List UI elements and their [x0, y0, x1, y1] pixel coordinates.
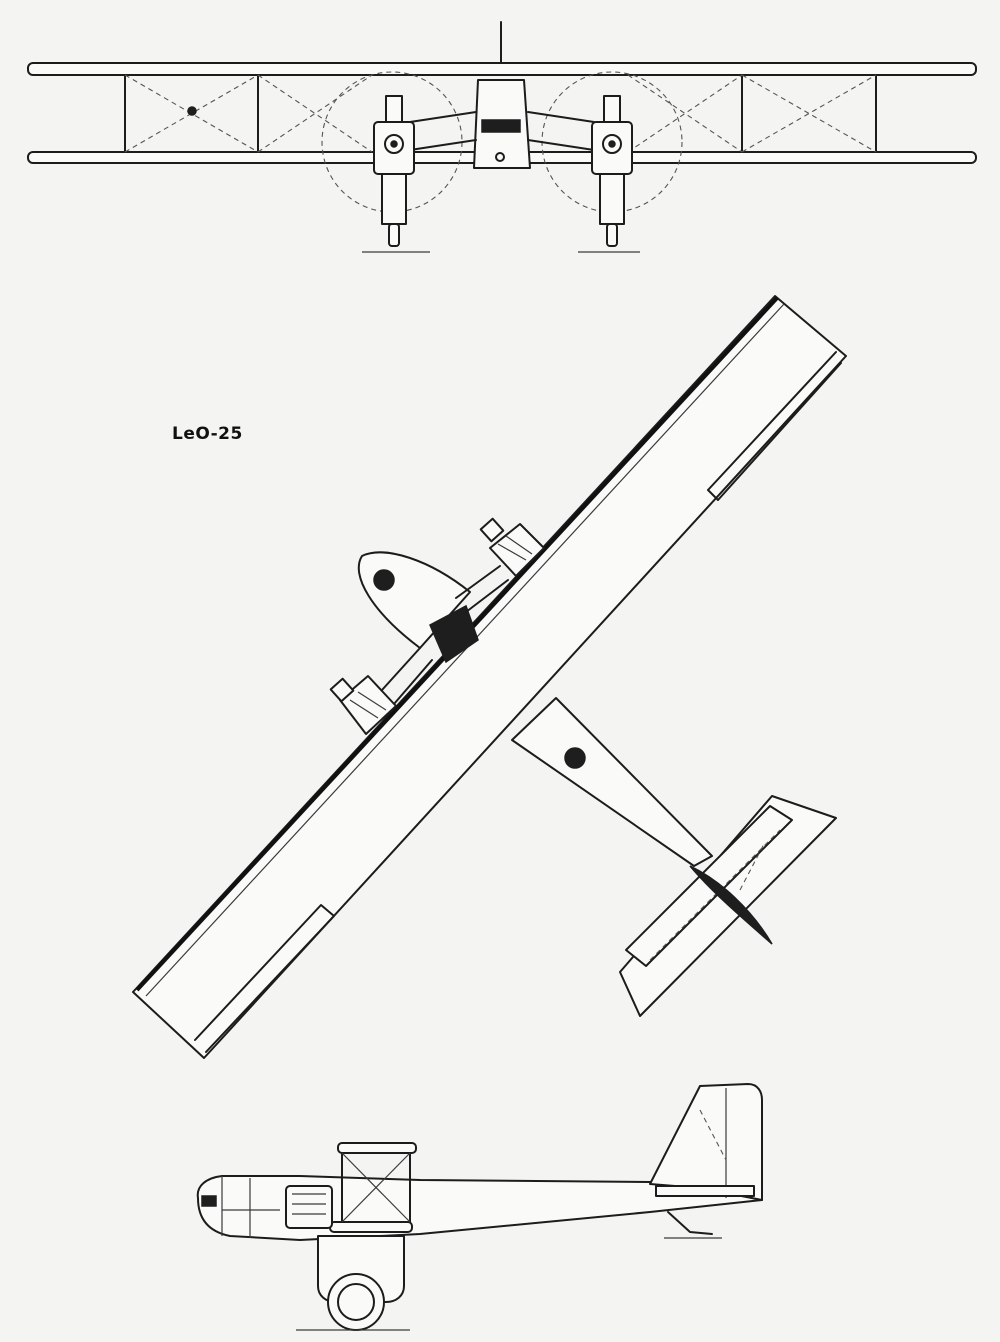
front-interplane-struts: [124, 74, 877, 153]
side-engine: [285, 1185, 333, 1229]
side-view: [196, 1083, 763, 1331]
top-rear-fuselage: [511, 697, 713, 867]
side-tail-fin: [649, 1083, 763, 1201]
top-view: [132, 295, 847, 1059]
model-label: LeO-25: [172, 424, 243, 444]
right-engine: [591, 95, 633, 247]
top-main-wing: [132, 295, 847, 1059]
front-cockpit-windows: [481, 119, 521, 133]
top-cockpit: [429, 604, 479, 664]
side-lower-wing: [329, 1221, 413, 1233]
side-nose-window: [201, 1195, 217, 1207]
side-tailplane: [655, 1185, 755, 1197]
side-main-wheel: [327, 1273, 385, 1331]
side-upper-wing: [337, 1142, 417, 1154]
side-tail-skid: [667, 1211, 713, 1235]
top-aileron-right: [707, 351, 842, 501]
top-nose-roundel: [373, 569, 395, 591]
top-aileron-left: [194, 904, 335, 1053]
front-view: [27, 21, 977, 253]
front-roundel: [187, 106, 197, 116]
top-engine-upper: [479, 517, 545, 577]
top-rudder: [689, 865, 773, 945]
side-wing-struts: [341, 1152, 411, 1223]
top-engine-lower: [329, 675, 397, 735]
top-fuselage-roundel: [564, 747, 586, 769]
front-upper-wing: [27, 62, 977, 76]
left-engine: [373, 95, 415, 247]
